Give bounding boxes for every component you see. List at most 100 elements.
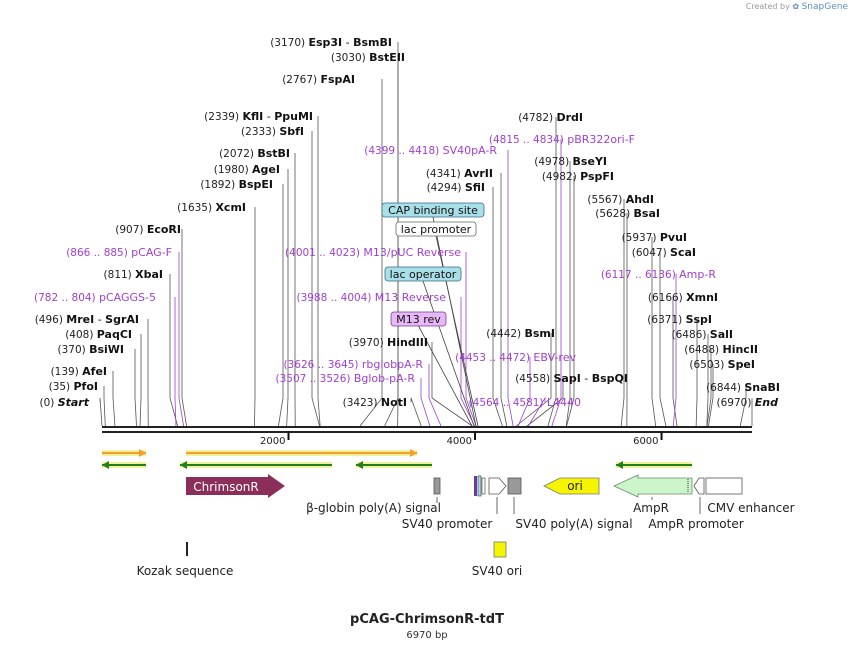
site-pspfi[interactable]: (4982) PspFI [542,170,614,183]
site-snabi[interactable]: (6844) SnaBI [706,381,780,394]
site-bstbi[interactable]: (2072) BstBI [219,147,290,160]
name-label: Bglob-pA-R [354,372,416,385]
backbone-top-strand [102,426,752,428]
site-hincii[interactable]: (6488) HincII [684,343,758,356]
primer-pbr322ori-f[interactable]: (4815 .. 4834) pBR322ori-F [489,133,635,146]
primer-arrow-forward[interactable] [102,449,146,457]
site-pfoi[interactable]: (35) PfoI [49,380,98,393]
site-scai[interactable]: (6047) ScaI [632,246,696,259]
feature-label-cap-binding-site[interactable]: CAP binding site [381,202,485,218]
primer-leader-bglob-pa-r [420,378,431,427]
svg-text:(3626 .. 3645) rbglobpA-R: (3626 .. 3645) rbglobpA-R [284,358,424,371]
svg-text:(1980) AgeI: (1980) AgeI [214,163,280,176]
feature-ampr[interactable] [613,474,693,498]
primer-arrow-reverse[interactable] [616,461,692,469]
site-afei[interactable]: (139) AfeI [51,365,107,378]
name-label: KflI [242,110,263,123]
site-leader-sali [706,334,709,427]
feature-lac-operator[interactable] [474,476,477,496]
site-agei[interactable]: (1980) AgeI [214,163,280,176]
position-label: (6117 .. 6136) [601,269,679,281]
site-sapi[interactable]: (4558) SapI - BspQI [515,372,628,385]
site-end[interactable]: (6970) End [717,396,779,409]
primer-arrow-forward[interactable] [186,449,417,457]
site-sbfi[interactable]: (2333) SbfI [241,125,304,138]
feature-label-lac-operator[interactable]: lac operator [384,266,462,282]
site-bsteii[interactable]: (3030) BstEII [331,51,405,64]
site-bspei[interactable]: (1892) BspEI [200,178,273,191]
site-leader-bsiwi [134,349,137,427]
feature-label-lac-promoter[interactable]: lac promoter [395,221,477,237]
ruler-label: 6000 [633,436,658,447]
primer-leader-l4440 [528,396,546,427]
site-mrei[interactable]: (496) MreI - SgrAI [35,313,139,326]
primer-amp-r[interactable]: (6117 .. 6136) Amp-R [601,268,717,281]
site-sfii[interactable]: (4294) SfiI [427,181,485,194]
primer-ebv-rev[interactable]: (4453 .. 4472) EBV-rev [455,351,576,364]
name-label: Esp3I [308,36,342,49]
primer-sv40pa-r[interactable]: (4399 .. 4418) SV40pA-R [364,144,497,157]
primer-m13-puc-reverse[interactable]: (4001 .. 4023) M13/pUC Reverse [285,246,461,259]
svg-text:(866 .. 885) pCAG-F: (866 .. 885) pCAG-F [66,246,172,259]
site-esp3i[interactable]: (3170) Esp3I - BsmBI [270,36,392,49]
site-fspai[interactable]: (2767) FspAI [282,73,355,86]
feature-sv40-polya[interactable] [507,477,522,495]
site-bsmi[interactable]: (4442) BsmI [486,327,555,340]
site-spei[interactable]: (6503) SpeI [689,358,755,371]
site-pvui[interactable]: (5937) PvuI [622,231,687,244]
feature-chrimsonr[interactable]: ChrimsonR [186,474,285,498]
primer-arrow-reverse[interactable] [356,461,432,469]
feature-kozak-sequence[interactable] [186,542,188,556]
site-bsiwi[interactable]: (370) BsiWI [57,343,124,356]
site-xmni[interactable]: (6166) XmnI [648,291,718,304]
primer-leader-pcag-f [178,252,184,427]
feature-sv40-promoter[interactable] [488,477,507,495]
primer-arrow-reverse[interactable] [180,461,332,469]
primer-pcag-f[interactable]: (866 .. 885) pCAG-F [66,246,172,259]
primer-l4440[interactable]: (4564 .. 4581) L4440 [469,396,581,409]
site-leader-pvui [651,237,657,427]
position-label: (6970) [717,397,755,409]
feature-cmv-enhancer[interactable] [705,477,743,495]
feature-cap-binding-site[interactable] [477,475,482,497]
site-ahdi[interactable]: (5567) AhdI [587,193,654,206]
site-sspi[interactable]: (6371) SspI [647,313,712,326]
site-bsai[interactable]: (5628) BsaI [595,207,660,220]
svg-text:(6166) XmnI: (6166) XmnI [648,291,718,304]
site-avrii[interactable]: (4341) AvrII [426,167,493,180]
site-ecori[interactable]: (907) EcoRI [115,223,181,236]
name-label: BspEI [239,178,273,191]
site-sali[interactable]: (6486) SalI [672,328,733,341]
site-start[interactable]: (0) Start [39,396,89,409]
site-leader-fspai [359,79,383,427]
feature-label-m13-rev[interactable]: M13 rev [390,311,447,327]
site-drdi[interactable]: (4782) DrdI [518,111,583,124]
svg-text:(4982) PspFI: (4982) PspFI [542,170,614,183]
primer-bglob-pa-r[interactable]: (3507 .. 3526) Bglob-pA-R [276,372,416,385]
position-label: (3423) [343,397,381,409]
site-xbai[interactable]: (811) XbaI [104,268,163,281]
feature-label-sv40-promoter: SV40 promoter [402,517,493,531]
name-label: EBV-rev [533,351,576,364]
position-label: (4978) [534,156,572,168]
site-bseyi[interactable]: (4978) BseYI [534,155,607,168]
feature-sv40-ori[interactable] [493,541,507,558]
site-noti[interactable]: (3423) NotI [343,396,407,409]
site-hindiii[interactable]: (3970) HindIII [349,336,428,349]
primer-arrow-reverse[interactable] [102,461,146,469]
primer-pcaggs-5[interactable]: (782 .. 804) pCAGGS-5 [34,291,156,304]
site-leader-sbfi [311,131,320,427]
feature-beta-globin-polya[interactable] [433,477,441,495]
primer-m13-reverse[interactable]: (3988 .. 4004) M13 Reverse [296,291,446,304]
primer-rbglobpa-r[interactable]: (3626 .. 3645) rbglobpA-R [284,358,424,371]
site-kfli[interactable]: (2339) KflI - PpuMI [204,110,313,123]
site-xcmi[interactable]: (1635) XcmI [177,201,246,214]
site-paqci[interactable]: (408) PaqCI [65,328,132,341]
feature-label-kozak-sequence: Kozak sequence [137,564,234,578]
feature-leader-m13-rev [418,325,473,427]
feature-lac-promoter[interactable] [481,477,486,495]
feature-ori[interactable]: ori [543,477,600,495]
feature-ampr-promoter[interactable] [693,477,705,495]
